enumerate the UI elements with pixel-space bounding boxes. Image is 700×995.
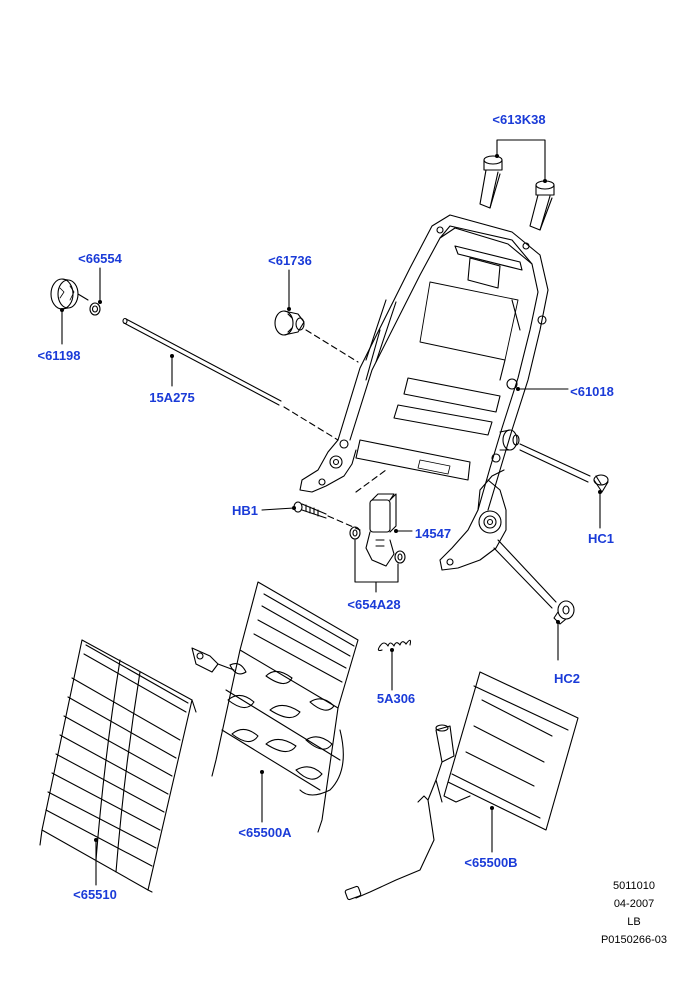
recliner-motor[interactable]: [365, 493, 397, 567]
recliner-knob[interactable]: [50, 278, 89, 310]
callout-654A28[interactable]: <654A28: [347, 597, 401, 612]
hc2-guide-lines: [493, 539, 557, 609]
seat-back-frame[interactable]: [299, 214, 549, 571]
hb1-centerline: [327, 515, 361, 531]
callout-15A275[interactable]: 15A275: [149, 390, 195, 405]
callout-14547[interactable]: 14547: [414, 526, 452, 541]
callout-dots: [60, 154, 602, 842]
callout-65500B[interactable]: <65500B: [464, 855, 518, 870]
bushing-centerline: [305, 329, 359, 363]
info-line-date: 04-2007: [613, 898, 655, 910]
headrest-guide-right[interactable]: [529, 180, 555, 231]
backrest-wire-mat[interactable]: [39, 639, 197, 893]
callout-61018[interactable]: <61018: [570, 384, 614, 399]
callout-61736[interactable]: <61736: [268, 253, 312, 268]
motor-centerline: [355, 469, 387, 493]
tension-spring[interactable]: [377, 639, 412, 652]
lumbar-pad-assembly[interactable]: [344, 671, 579, 901]
leader-613K38: [496, 139, 546, 181]
callout-65510[interactable]: <65510: [73, 887, 117, 902]
bolt-hb1[interactable]: [293, 501, 327, 519]
callout-61198[interactable]: <61198: [37, 348, 81, 363]
callout-HC1[interactable]: HC1: [587, 531, 615, 546]
knob-clip[interactable]: [89, 302, 101, 316]
callout-HC2[interactable]: HC2: [553, 671, 581, 686]
callout-613K38[interactable]: <613K38: [492, 112, 546, 127]
callout-65500A[interactable]: <65500A: [238, 825, 292, 840]
callout-5A306[interactable]: 5A306: [376, 691, 416, 706]
recliner-rod[interactable]: [122, 317, 282, 406]
rod-centerline: [283, 406, 339, 441]
info-line-illustration-id: P0150266-03: [600, 934, 668, 946]
callout-HB1[interactable]: HB1: [231, 503, 259, 518]
lumbar-support-assembly[interactable]: [191, 581, 359, 833]
pivot-bushing[interactable]: [274, 310, 305, 336]
callout-66554[interactable]: <66554: [78, 251, 122, 266]
info-line-model: LB: [627, 916, 641, 928]
washer-right[interactable]: [394, 550, 406, 564]
info-line-code: 5011010: [612, 880, 656, 892]
washer-left[interactable]: [349, 526, 361, 540]
hc1-guide-lines: [519, 443, 591, 483]
leader-HB1: [261, 507, 295, 511]
bolt-hc1[interactable]: [593, 474, 609, 493]
headrest-guide-left[interactable]: [479, 155, 503, 209]
